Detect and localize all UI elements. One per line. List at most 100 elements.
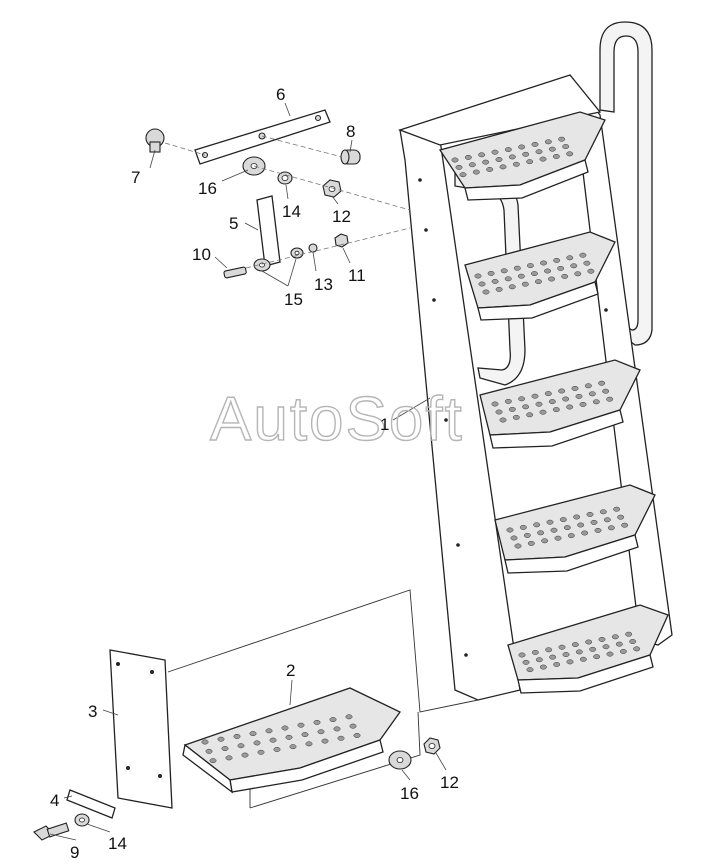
tread-hole xyxy=(533,522,541,528)
tread-hole xyxy=(594,527,602,533)
tread-hole xyxy=(606,651,614,657)
tread-hole xyxy=(544,391,552,397)
tread-hole xyxy=(526,412,534,418)
tread-hole xyxy=(285,734,293,740)
tread-hole xyxy=(249,731,257,737)
tread-hole xyxy=(584,383,592,389)
ladder-step-4 xyxy=(494,484,656,574)
tread-hole xyxy=(558,136,566,142)
tread-hole xyxy=(602,644,610,650)
tread-hole xyxy=(588,391,596,397)
tread-hole xyxy=(499,164,507,170)
tread-hole xyxy=(526,667,534,673)
tread-hole xyxy=(598,380,606,386)
step-part-2 xyxy=(182,687,401,794)
tread-hole xyxy=(539,156,547,162)
tread-hole xyxy=(531,393,539,399)
tread-hole xyxy=(544,268,552,274)
label-part-13: 13 xyxy=(314,275,333,294)
tread-hole xyxy=(554,535,562,541)
tread-hole xyxy=(233,733,241,739)
tread-hole xyxy=(583,260,591,266)
tread-hole xyxy=(548,399,556,405)
tread-hole xyxy=(611,634,619,640)
tread-hole xyxy=(549,654,557,660)
ladder-step-5 xyxy=(507,604,669,694)
tread-hole xyxy=(544,139,552,145)
tread-hole xyxy=(573,514,581,520)
tread-hole xyxy=(512,414,520,420)
tread-hole xyxy=(593,654,601,660)
leader-lines xyxy=(49,102,447,841)
tread-hole xyxy=(550,527,558,533)
tread-hole xyxy=(537,530,545,536)
tread-hole xyxy=(281,725,289,731)
bolt-part-9 xyxy=(33,822,70,841)
tread-hole xyxy=(478,281,486,287)
tread-hole xyxy=(468,162,476,168)
watermark-text: AutoSoft xyxy=(210,385,464,454)
label-part-14-top: 14 xyxy=(282,202,301,221)
label-part-1: 1 xyxy=(380,415,389,434)
label-part-15: 15 xyxy=(284,290,303,309)
label-part-10: 10 xyxy=(192,245,211,264)
tread-hole xyxy=(517,273,525,279)
label-part-2: 2 xyxy=(286,661,295,680)
tread-hole xyxy=(615,641,623,647)
tread-hole xyxy=(459,172,467,178)
label-part-7: 7 xyxy=(131,168,140,187)
tread-hole xyxy=(613,506,621,512)
tread-hole xyxy=(546,519,554,525)
tread-hole xyxy=(557,265,565,271)
tread-hole xyxy=(241,752,249,758)
tread-hole xyxy=(504,276,512,282)
tread-hole xyxy=(586,511,594,517)
tread-hole xyxy=(587,268,595,274)
tread-hole xyxy=(508,154,516,160)
tread-hole xyxy=(205,748,213,754)
tread-hole xyxy=(313,719,321,725)
bushing-part-8 xyxy=(261,135,361,165)
tread-hole xyxy=(499,417,507,423)
tread-hole xyxy=(540,260,548,266)
tread-hole xyxy=(317,729,325,735)
tread-hole xyxy=(345,714,353,720)
tread-hole xyxy=(225,755,233,761)
tread-hole xyxy=(566,255,574,261)
tread-hole xyxy=(522,151,530,157)
tread-hole xyxy=(548,146,556,152)
tread-hole xyxy=(571,385,579,391)
label-part-11: 11 xyxy=(348,266,366,285)
tread-hole xyxy=(305,741,313,747)
tread-hole xyxy=(289,744,297,750)
upper-bracket-parts xyxy=(145,109,411,279)
tread-hole xyxy=(265,728,273,734)
tread-hole xyxy=(297,722,305,728)
bolt-part-7 xyxy=(145,128,206,156)
tread-hole xyxy=(510,535,518,541)
tread-hole xyxy=(455,164,463,170)
tread-hole xyxy=(603,517,611,523)
tread-hole xyxy=(589,646,597,652)
tread-hole xyxy=(566,659,574,665)
tread-hole xyxy=(575,649,583,655)
tread-hole xyxy=(577,522,585,528)
tread-hole xyxy=(599,509,607,515)
tread-hole xyxy=(535,657,543,663)
tread-hole xyxy=(562,652,570,657)
tread-hole xyxy=(518,144,526,150)
tread-hole xyxy=(257,749,265,755)
label-part-14-bottom: 14 xyxy=(108,834,127,853)
tread-hole xyxy=(592,399,600,405)
bolt-part-10 xyxy=(223,266,247,279)
tread-hole xyxy=(523,532,531,538)
tread-hole xyxy=(539,409,547,415)
strap-part-4 xyxy=(66,789,116,819)
tread-hole xyxy=(329,717,337,723)
tread-hole xyxy=(579,252,587,258)
tread-hole xyxy=(579,401,587,407)
tread-hole xyxy=(541,538,549,544)
tread-hole xyxy=(526,159,534,165)
tread-hole xyxy=(495,286,503,292)
tread-hole xyxy=(598,636,606,642)
